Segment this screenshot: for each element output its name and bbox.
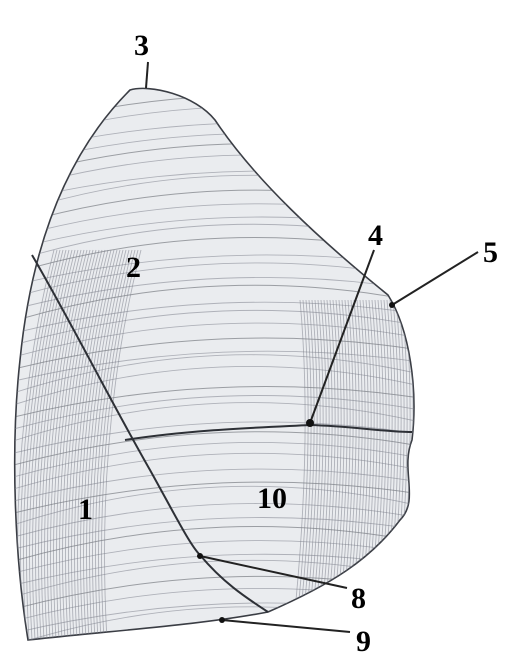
label-1: 1: [78, 493, 93, 526]
label-10: 10: [257, 482, 287, 515]
leader-line-3: [146, 62, 148, 88]
label-3: 3: [134, 29, 149, 62]
label-4: 4: [368, 219, 383, 252]
hatch-stroke: [413, 300, 422, 600]
leader-line-9: [222, 620, 350, 632]
marker-dot-4: [306, 419, 314, 427]
marker-dot-9: [219, 617, 225, 623]
marker-dot-8: [197, 553, 203, 559]
label-8: 8: [351, 582, 366, 615]
hatch-stroke: [410, 300, 419, 600]
leader-line-5: [392, 252, 478, 305]
marker-dot-5: [389, 302, 395, 308]
label-9: 9: [356, 625, 371, 653]
label-2: 2: [126, 251, 141, 284]
label-5: 5: [483, 236, 498, 269]
